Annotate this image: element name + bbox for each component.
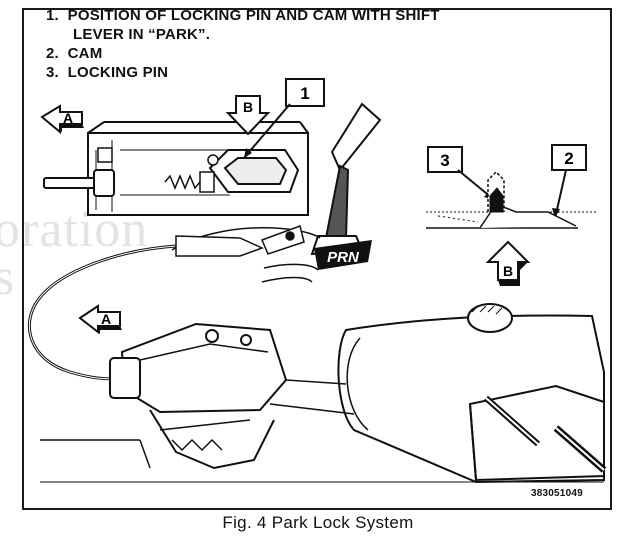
view-arrow-a-lower: A: [78, 304, 122, 335]
legend-item-3: 3. LOCKING PIN: [46, 64, 169, 81]
ignition-lock-cylinder: [467, 303, 513, 333]
view-arrow-b-upper-label: B: [243, 99, 253, 115]
callout-3-label: 3: [440, 151, 449, 170]
callout-3: 3: [427, 146, 494, 200]
column-mounting-lines: [40, 439, 604, 483]
callout-2-label: 2: [564, 149, 573, 168]
view-b-detail: [426, 170, 596, 229]
cable-upper-fitting: [175, 225, 305, 257]
legend-item-2: 2. CAM: [46, 45, 103, 62]
shift-lever: [310, 102, 382, 256]
view-arrow-b-upper: B: [225, 95, 271, 136]
steering-column: [337, 314, 607, 484]
view-arrow-a-upper: A: [40, 104, 84, 135]
part-number: 383051049: [531, 488, 583, 499]
locking-pin-spring: [164, 154, 219, 193]
legend: 1. POSITION OF LOCKING PIN AND CAM WITH …: [46, 6, 440, 82]
cable-end-rod: [43, 169, 115, 197]
callout-1-label: 1: [300, 84, 309, 103]
watermark-line-2: s: [0, 249, 16, 306]
figure-frame: [22, 8, 612, 510]
figure-caption: Fig. 4 Park Lock System: [222, 513, 414, 532]
legend-item-1: 1. POSITION OF LOCKING PIN AND CAM WITH …: [46, 7, 440, 24]
prn-indicator: PRN: [314, 240, 372, 270]
view-arrow-b-lower-label: B: [503, 263, 513, 279]
prn-label: PRN: [327, 249, 360, 266]
view-arrow-a-lower-label: A: [101, 311, 111, 327]
lock-mechanism-assembly: [109, 322, 355, 470]
view-arrow-a-upper-label: A: [63, 110, 73, 126]
park-lock-cable-highlight: [29, 245, 177, 380]
callout-1: 1: [243, 78, 325, 159]
view-arrow-b-lower: B: [485, 240, 531, 286]
legend-item-1-continued: LEVER IN “PARK”.: [73, 26, 211, 43]
cam-slot: [208, 149, 300, 193]
callout-2: 2: [551, 144, 587, 218]
